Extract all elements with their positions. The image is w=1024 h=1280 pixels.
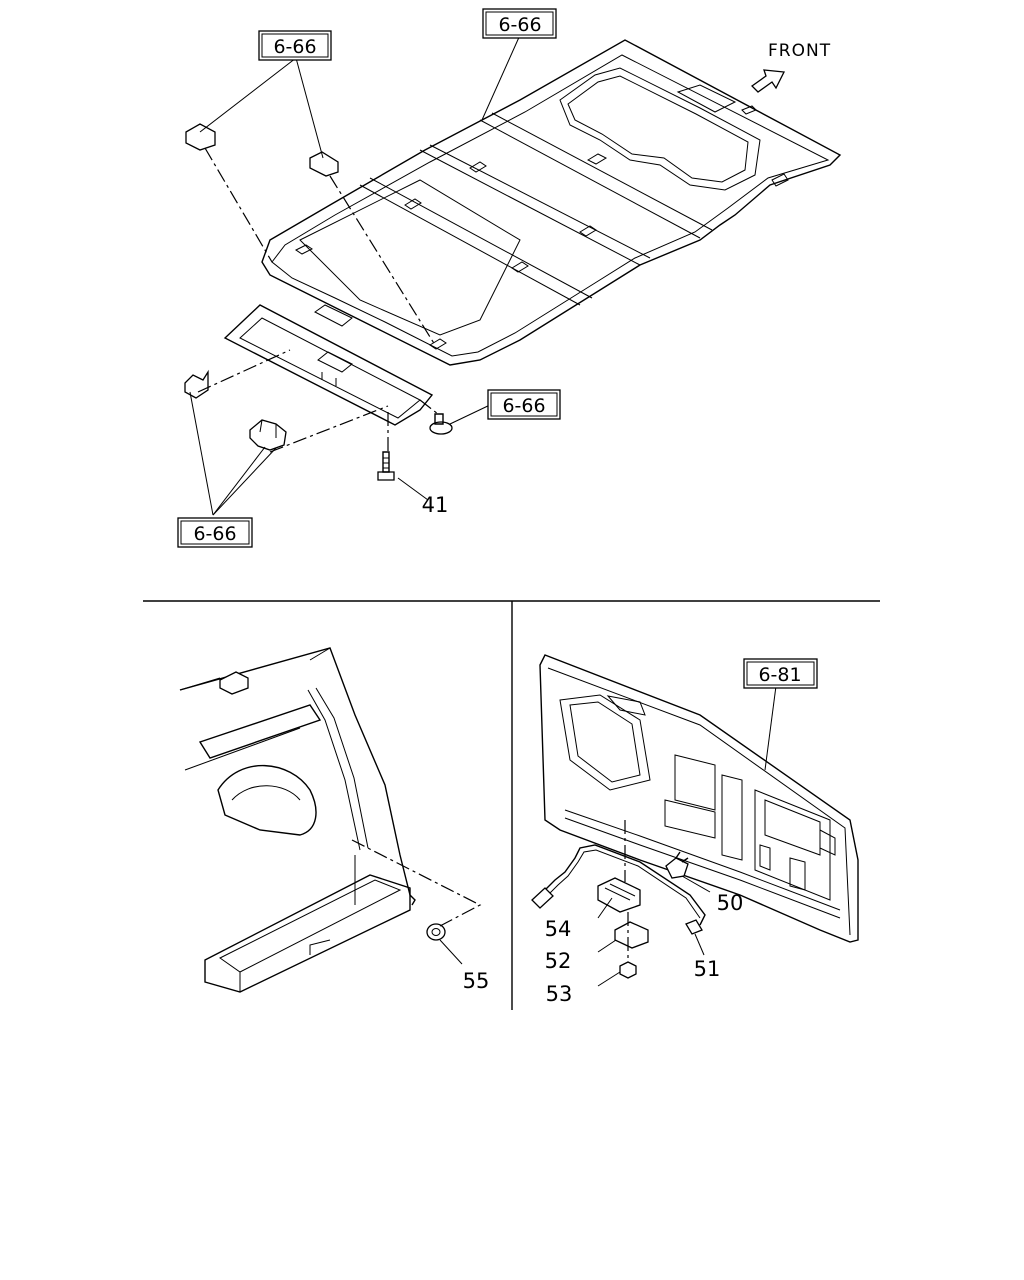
front-label: FRONT bbox=[768, 41, 831, 61]
part-number-54: 54 bbox=[545, 917, 572, 941]
ref-box-right-screw: 6-66 bbox=[487, 389, 561, 420]
part-number-52: 52 bbox=[545, 949, 572, 973]
ref-label-right-screw: 6-66 bbox=[502, 395, 545, 417]
ref-label-top-center: 6-66 bbox=[498, 14, 541, 36]
part-number-50: 50 bbox=[717, 891, 744, 915]
headliner-assembly bbox=[261, 39, 842, 366]
ref-label-top-left: 6-66 bbox=[273, 36, 316, 58]
clip-left-small bbox=[184, 369, 209, 399]
ref-box-bottom-left: 6-66 bbox=[177, 517, 253, 548]
tailgate-view bbox=[531, 654, 859, 987]
ref-label-bottom-left: 6-66 bbox=[193, 523, 236, 545]
screw-41 bbox=[377, 451, 395, 481]
part-number-55: 55 bbox=[463, 969, 490, 993]
leader-lines-top bbox=[189, 34, 521, 516]
cargo-area-view bbox=[179, 647, 482, 993]
ref-label-tailgate: 6-81 bbox=[758, 664, 801, 686]
ref-box-tailgate: 6-81 bbox=[743, 658, 818, 689]
ref-box-top-center: 6-66 bbox=[482, 8, 557, 39]
ref-box-top-left: 6-66 bbox=[258, 30, 332, 61]
screw-right bbox=[429, 413, 453, 435]
part-number-41: 41 bbox=[422, 493, 449, 517]
clip-top-left bbox=[185, 123, 216, 151]
front-indicator: FRONT bbox=[750, 41, 831, 93]
part-number-53: 53 bbox=[546, 982, 573, 1006]
clip-center bbox=[249, 419, 287, 451]
rear-trim-panel bbox=[223, 304, 434, 426]
clip-top-center bbox=[309, 151, 339, 177]
part-number-51: 51 bbox=[694, 957, 721, 981]
